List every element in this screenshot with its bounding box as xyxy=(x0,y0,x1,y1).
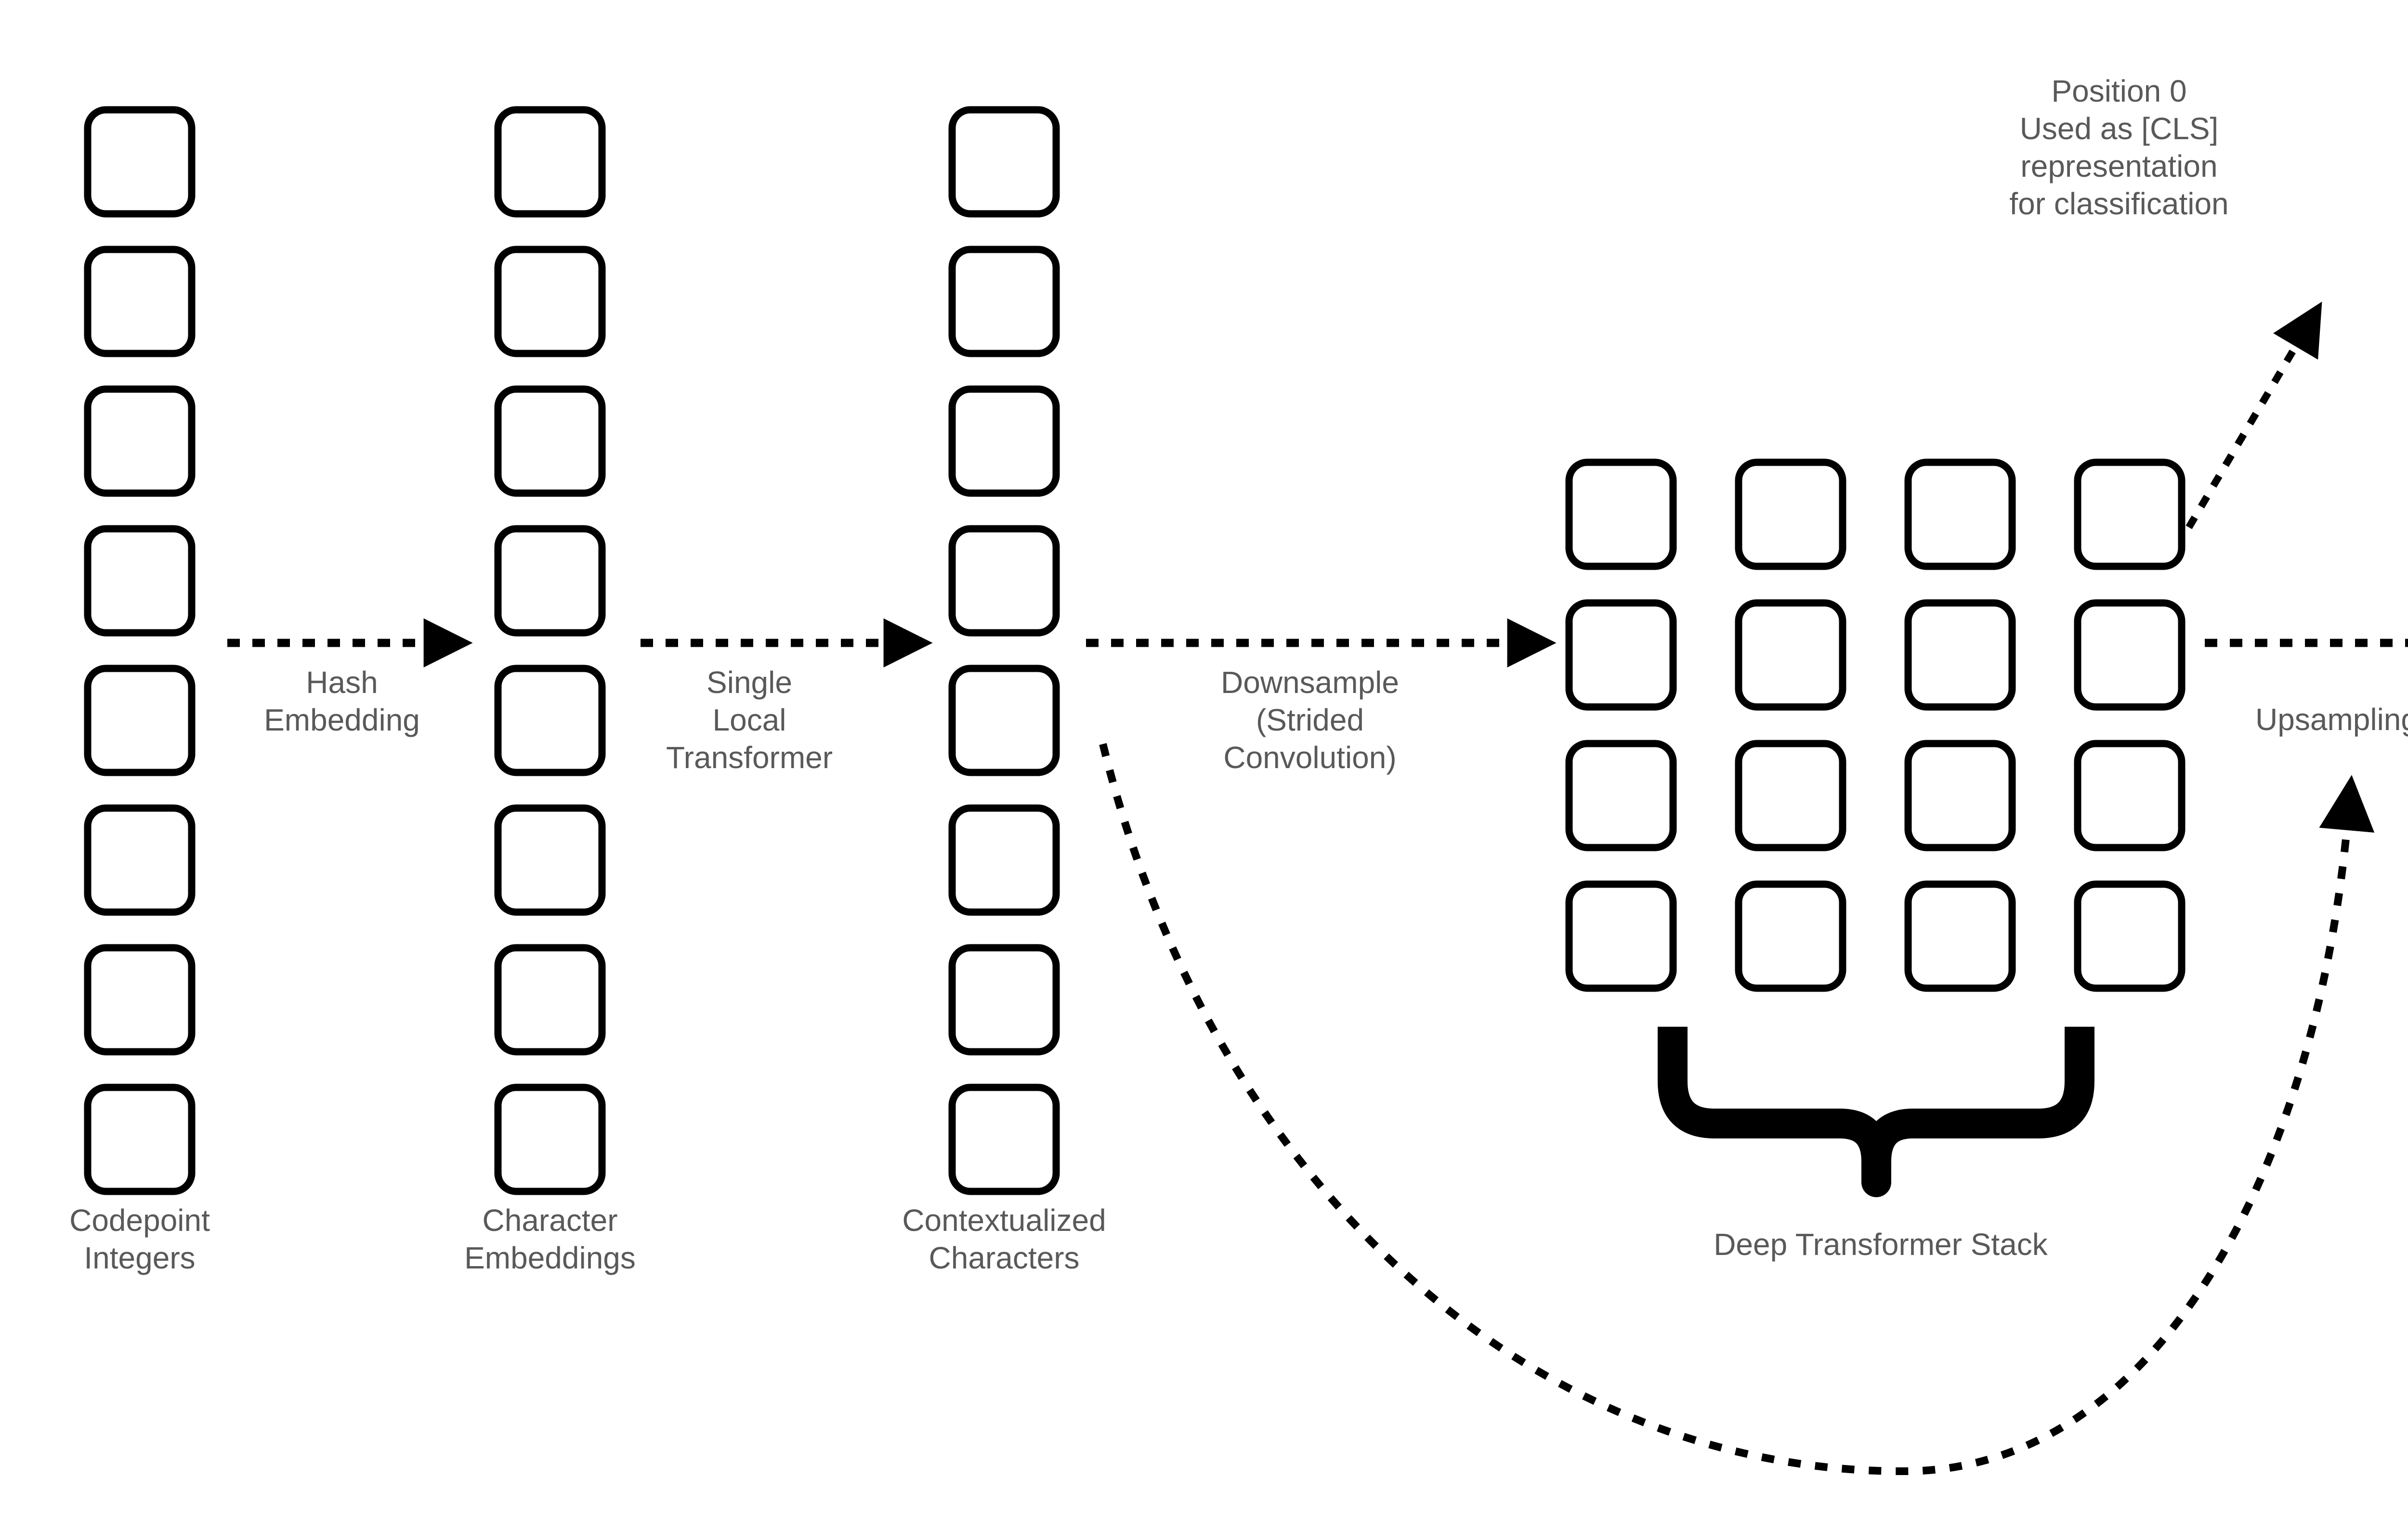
arrow-label-hash-embedding: Hash Embedding xyxy=(264,665,420,738)
cell-box xyxy=(84,385,196,497)
cell-box xyxy=(948,385,1060,497)
cell-box xyxy=(84,665,196,776)
cell-box xyxy=(494,385,606,497)
cell-box xyxy=(84,246,196,357)
column-label-concatenated-representations: Concatenated Representations xyxy=(2405,1218,2408,1294)
cell-box xyxy=(494,525,606,637)
cell-box xyxy=(84,1084,196,1195)
stack-cell xyxy=(1904,740,2016,851)
cell-box xyxy=(494,246,606,357)
stack-cell xyxy=(2074,599,2186,711)
cell-box xyxy=(84,106,196,218)
cell-box xyxy=(494,944,606,1056)
stack-cell xyxy=(1565,458,1677,570)
stack-cell xyxy=(1735,880,1846,992)
stack-cell xyxy=(2074,740,2186,851)
stack-cell xyxy=(1904,458,2016,570)
stack-cell xyxy=(1904,599,2016,711)
cell-box xyxy=(948,665,1060,776)
stack-label-deep-transformer-stack: Deep Transformer Stack xyxy=(1714,1227,2048,1262)
column-boxes-contextualized-characters xyxy=(948,106,1060,1195)
transformer-stack-grid xyxy=(1565,458,2186,992)
cell-box xyxy=(84,944,196,1056)
cell-box xyxy=(494,665,606,776)
column-boxes-character-embeddings xyxy=(494,106,606,1195)
cell-box xyxy=(948,246,1060,357)
arrow-label-upsampling: Upsampling xyxy=(2255,702,2408,737)
annotation-position-zero-cls: Position 0 Used as [CLS] representation … xyxy=(2009,74,2229,222)
stack-cell xyxy=(2074,458,2186,570)
stack-cell xyxy=(1904,880,2016,992)
cell-box xyxy=(948,106,1060,218)
column-label-codepoint-integers: Codepoint Integers xyxy=(69,1203,210,1276)
stack-cell xyxy=(1565,599,1677,711)
column-label-character-embeddings: Character Embeddings xyxy=(464,1203,636,1276)
cell-box xyxy=(948,1084,1060,1195)
cell-box xyxy=(84,804,196,916)
stack-cell xyxy=(1565,740,1677,851)
cell-box xyxy=(494,1084,606,1195)
cell-box xyxy=(948,525,1060,637)
cell-box xyxy=(84,525,196,637)
cell-box xyxy=(494,106,606,218)
stack-cell xyxy=(2074,880,2186,992)
cell-box xyxy=(948,804,1060,916)
stack-cell xyxy=(1735,458,1846,570)
stack-cell xyxy=(1735,599,1846,711)
residual-skip-connection-arrow xyxy=(1099,743,2375,1476)
stack-cell xyxy=(1565,880,1677,992)
cell-box xyxy=(494,804,606,916)
arrow-label-downsample: Downsample (Strided Convolution) xyxy=(1221,665,1399,775)
cls-callout-arrow xyxy=(2186,301,2322,529)
arrow-label-single-local-transformer: Single Local Transformer xyxy=(666,665,833,775)
stack-brace xyxy=(1658,1027,2094,1197)
stack-cell xyxy=(1735,740,1846,851)
column-label-contextualized-characters: Contextualized Characters xyxy=(902,1203,1106,1276)
cell-box xyxy=(948,944,1060,1056)
column-boxes-codepoint-integers xyxy=(84,106,196,1195)
